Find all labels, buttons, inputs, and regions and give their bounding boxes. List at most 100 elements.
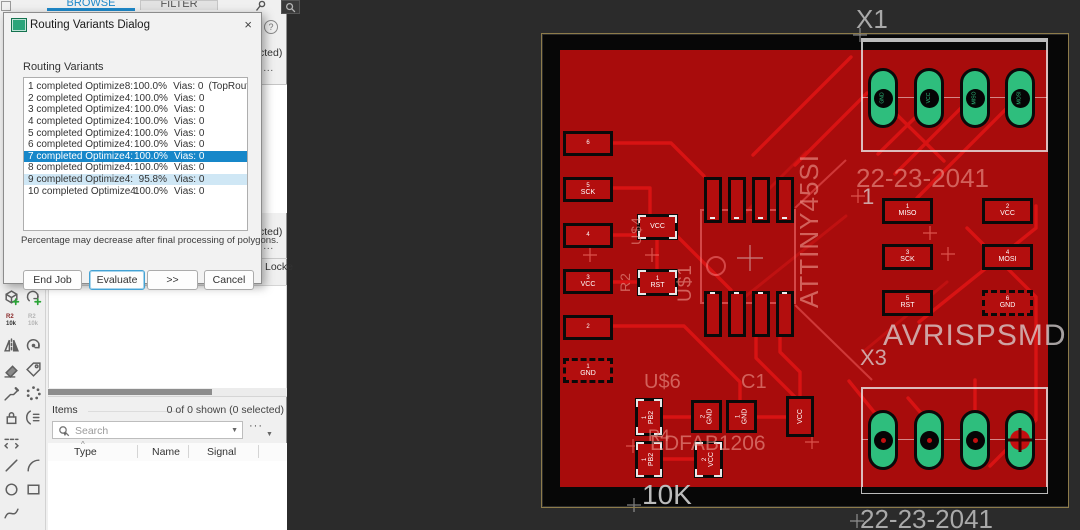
tag-icon[interactable] [23, 359, 43, 379]
rectangle-icon[interactable] [23, 479, 43, 499]
routing-variant-row[interactable]: 5 completed Optimize4:100.0%Vias: 0 [28, 127, 205, 139]
menu-dots-fragment-mid[interactable]: ··· [263, 242, 274, 254]
items-menu-caret[interactable]: ▼ [266, 431, 273, 438]
x3b-pin-3[interactable] [960, 410, 990, 470]
search-dropdown-caret[interactable]: ▼ [231, 427, 238, 434]
routing-variant-row[interactable]: 8 completed Optimize4:100.0%Vias: 0 [28, 162, 205, 174]
evaluate-button[interactable]: Evaluate [89, 270, 145, 290]
line-icon[interactable] [1, 455, 21, 475]
horizontal-scrollbar[interactable] [48, 388, 287, 396]
items-menu-button[interactable]: ··· [249, 420, 263, 432]
sort-indicator[interactable]: ^ [81, 440, 85, 449]
rotate-icon[interactable] [23, 335, 43, 355]
edge-pad-2[interactable]: 2 [563, 315, 613, 340]
tab-filter[interactable]: FILTER [140, 0, 218, 10]
magnifier-icon [286, 2, 296, 12]
help-icon[interactable]: ? [264, 20, 278, 34]
end-job-button[interactable]: End Job [23, 270, 82, 290]
connector-x1-centerline [862, 97, 1047, 98]
routing-variant-row[interactable]: 1 completed Optimize8:100.0%Vias: 0(TopR… [28, 81, 248, 93]
edge-pad-4[interactable]: 4 [563, 223, 613, 248]
x1-pin-1[interactable]: GND [868, 68, 898, 128]
spline-icon[interactable] [1, 503, 21, 523]
arc-icon[interactable] [23, 455, 43, 475]
routing-variant-row[interactable]: 7 completed Optimize4:100.0%Vias: 0 [24, 150, 247, 163]
menu-dots-fragment-top[interactable]: ··· [263, 64, 274, 76]
panel-list-area[interactable] [48, 285, 287, 397]
routing-variants-list[interactable]: 1 completed Optimize8:100.0%Vias: 0(TopR… [23, 77, 248, 231]
x1-pin-3[interactable]: MISO [960, 68, 990, 128]
tab-browse[interactable]: BROWSE [66, 0, 116, 9]
paste-special-icon[interactable] [23, 287, 43, 307]
x3b-pin-2[interactable] [914, 410, 944, 470]
routing-variant-row[interactable]: 3 completed Optimize4:100.0%Vias: 0 [28, 104, 205, 116]
routing-variant-row[interactable]: 2 completed Optimize4:100.0%Vias: 0 [28, 92, 205, 104]
route-icon[interactable] [1, 383, 21, 403]
soic8-pin1-marker [706, 256, 726, 276]
pin-panel-icon[interactable] [255, 0, 267, 12]
soic-pad-top-4[interactable] [776, 177, 794, 223]
column-name[interactable]: Name [152, 446, 181, 458]
x3b-pin-4[interactable] [1005, 410, 1035, 470]
routing-variant-row[interactable]: 6 completed Optimize4:100.0%Vias: 0 [28, 139, 205, 151]
add-part-icon[interactable] [1, 287, 21, 307]
airwire-icon[interactable] [1, 431, 21, 451]
soic-pad-top-1[interactable] [704, 177, 722, 223]
soic-pad-bottom-2[interactable] [728, 291, 746, 337]
circle-icon[interactable] [1, 479, 21, 499]
close-icon[interactable]: × [244, 17, 252, 32]
edge-pad-6[interactable]: 6 [563, 131, 613, 156]
soic-pad-top-3[interactable] [752, 177, 770, 223]
routing-variant-row[interactable]: 4 completed Optimize4:100.0%Vias: 0 [28, 116, 205, 128]
search-mode-caret[interactable]: ▼ [62, 432, 68, 438]
lock-icon[interactable] [1, 407, 21, 427]
cluster-pad-vcc[interactable]: VCC [786, 396, 814, 437]
routing-variant-row[interactable]: 10 completed Optimize4:100.0%Vias: 0 [28, 185, 205, 197]
--button[interactable]: >> [147, 270, 198, 290]
dialog-titlebar[interactable]: Routing Variants Dialog × [4, 13, 261, 37]
panel-corner-icon[interactable] [1, 1, 11, 11]
soic-pad-top-2[interactable] [728, 177, 746, 223]
soic-pad-bottom-1[interactable] [704, 291, 722, 337]
tab-active-underline [47, 8, 135, 11]
ratsnest-icon[interactable] [23, 383, 43, 403]
column-signal[interactable]: Signal [207, 446, 237, 458]
search-icon [59, 426, 70, 437]
scrollbar-thumb[interactable] [48, 389, 212, 395]
canvas-zoom-button[interactable] [281, 0, 300, 14]
items-table-body[interactable] [48, 461, 287, 530]
r2-pad-vcc[interactable]: VCC [637, 214, 678, 240]
cancel-button[interactable]: Cancel [204, 270, 254, 290]
routing-variant-row[interactable]: 9 completed Optimize4:95.8%Vias: 0 [24, 173, 247, 186]
soic-pad-bottom-3[interactable] [752, 291, 770, 337]
x3b-pin-1[interactable] [868, 410, 898, 470]
search-input[interactable]: Search ▼ [52, 421, 243, 439]
signal-list-icon[interactable] [23, 407, 43, 427]
soic-pad-bottom-4[interactable] [776, 291, 794, 337]
board-edge-band [862, 487, 1047, 493]
mirror-icon[interactable] [1, 335, 21, 355]
delete-icon[interactable] [1, 359, 21, 379]
x1-pin-2[interactable]: VCC [914, 68, 944, 128]
column-type[interactable]: Type [74, 446, 97, 458]
x1-pin-4[interactable]: MOSI [1005, 68, 1035, 128]
